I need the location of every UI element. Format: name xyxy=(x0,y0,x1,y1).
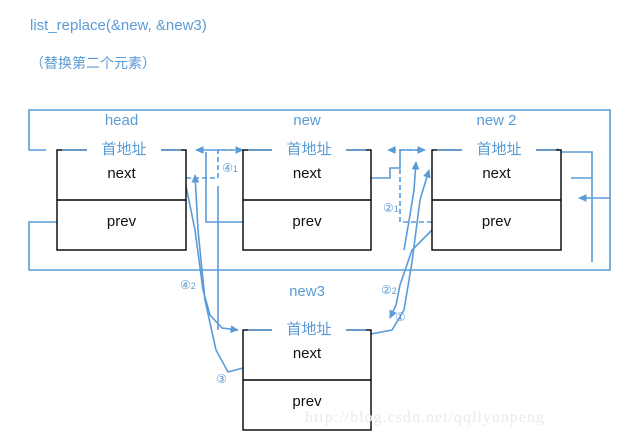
arrow-new2-next-right xyxy=(550,148,593,179)
step-marker-1: ① xyxy=(395,310,406,324)
arrow-step1-new3-next-to-new2 xyxy=(370,169,431,335)
step-marker-3: ③ xyxy=(216,372,227,386)
step-marker-4a: ④1 xyxy=(222,161,238,175)
node-addr-new2: 首地址 xyxy=(462,138,536,159)
arrow-step4b-head-to-new3 xyxy=(185,185,239,333)
step-sub-2a: 1 xyxy=(393,204,399,214)
node-next-head: next xyxy=(107,165,136,182)
step-marker-2b: ②2 xyxy=(381,283,397,297)
step-mark-2a: ② xyxy=(383,201,394,215)
node-addr-new3: 首地址 xyxy=(272,318,346,339)
step-mark-3: ③ xyxy=(216,372,227,386)
node-prev-new2: prev xyxy=(481,213,512,230)
arrow-new-next-to-new2-dashed xyxy=(371,146,426,179)
step-marker-4b: ④2 xyxy=(180,278,196,292)
step-sub-2b: 2 xyxy=(391,286,397,296)
node-title-new3: new3 xyxy=(289,283,325,300)
arrow-outer-top-loop xyxy=(28,109,611,202)
arrow-outer-bottom-loop xyxy=(28,198,611,271)
arrow-new2-prev-to-new-dashed xyxy=(399,168,432,223)
step-sub-4a: 1 xyxy=(232,164,238,174)
watermark: http://blog.csdn.net/qqliyunpeng xyxy=(305,409,545,426)
node-title-new: new xyxy=(293,112,321,129)
step-mark-1: ① xyxy=(395,310,406,324)
step-mark-2b: ② xyxy=(381,283,392,297)
step-mark-4b: ④ xyxy=(180,278,191,292)
page-subtitle: （替换第二个元素） xyxy=(30,55,156,71)
node-addr-new: 首地址 xyxy=(272,138,346,159)
node-next-new3: next xyxy=(292,345,322,362)
node-next-new: next xyxy=(292,165,322,182)
node-next-new2: next xyxy=(482,165,511,182)
step-mark-4a: ④ xyxy=(222,161,233,175)
node-title-new2: new 2 xyxy=(476,112,517,129)
arrow-step2b-new2prev-to-new3 xyxy=(389,229,433,319)
page-title: list_replace(&new, &new3) xyxy=(30,17,207,34)
node-addr-head: 首地址 xyxy=(87,138,161,159)
node-prev-new3: prev xyxy=(292,393,322,410)
node-prev-head: prev xyxy=(106,213,137,230)
node-title-head: head xyxy=(104,112,139,129)
arrow-step3-new3prev-to-head xyxy=(191,174,244,373)
step-sub-4b: 2 xyxy=(190,281,196,291)
arrow-new-prev-left xyxy=(205,152,243,223)
node-prev-new: prev xyxy=(292,213,322,230)
arrow-step2a-up-to-new xyxy=(403,161,420,251)
step-marker-2a: ②1 xyxy=(383,201,399,215)
